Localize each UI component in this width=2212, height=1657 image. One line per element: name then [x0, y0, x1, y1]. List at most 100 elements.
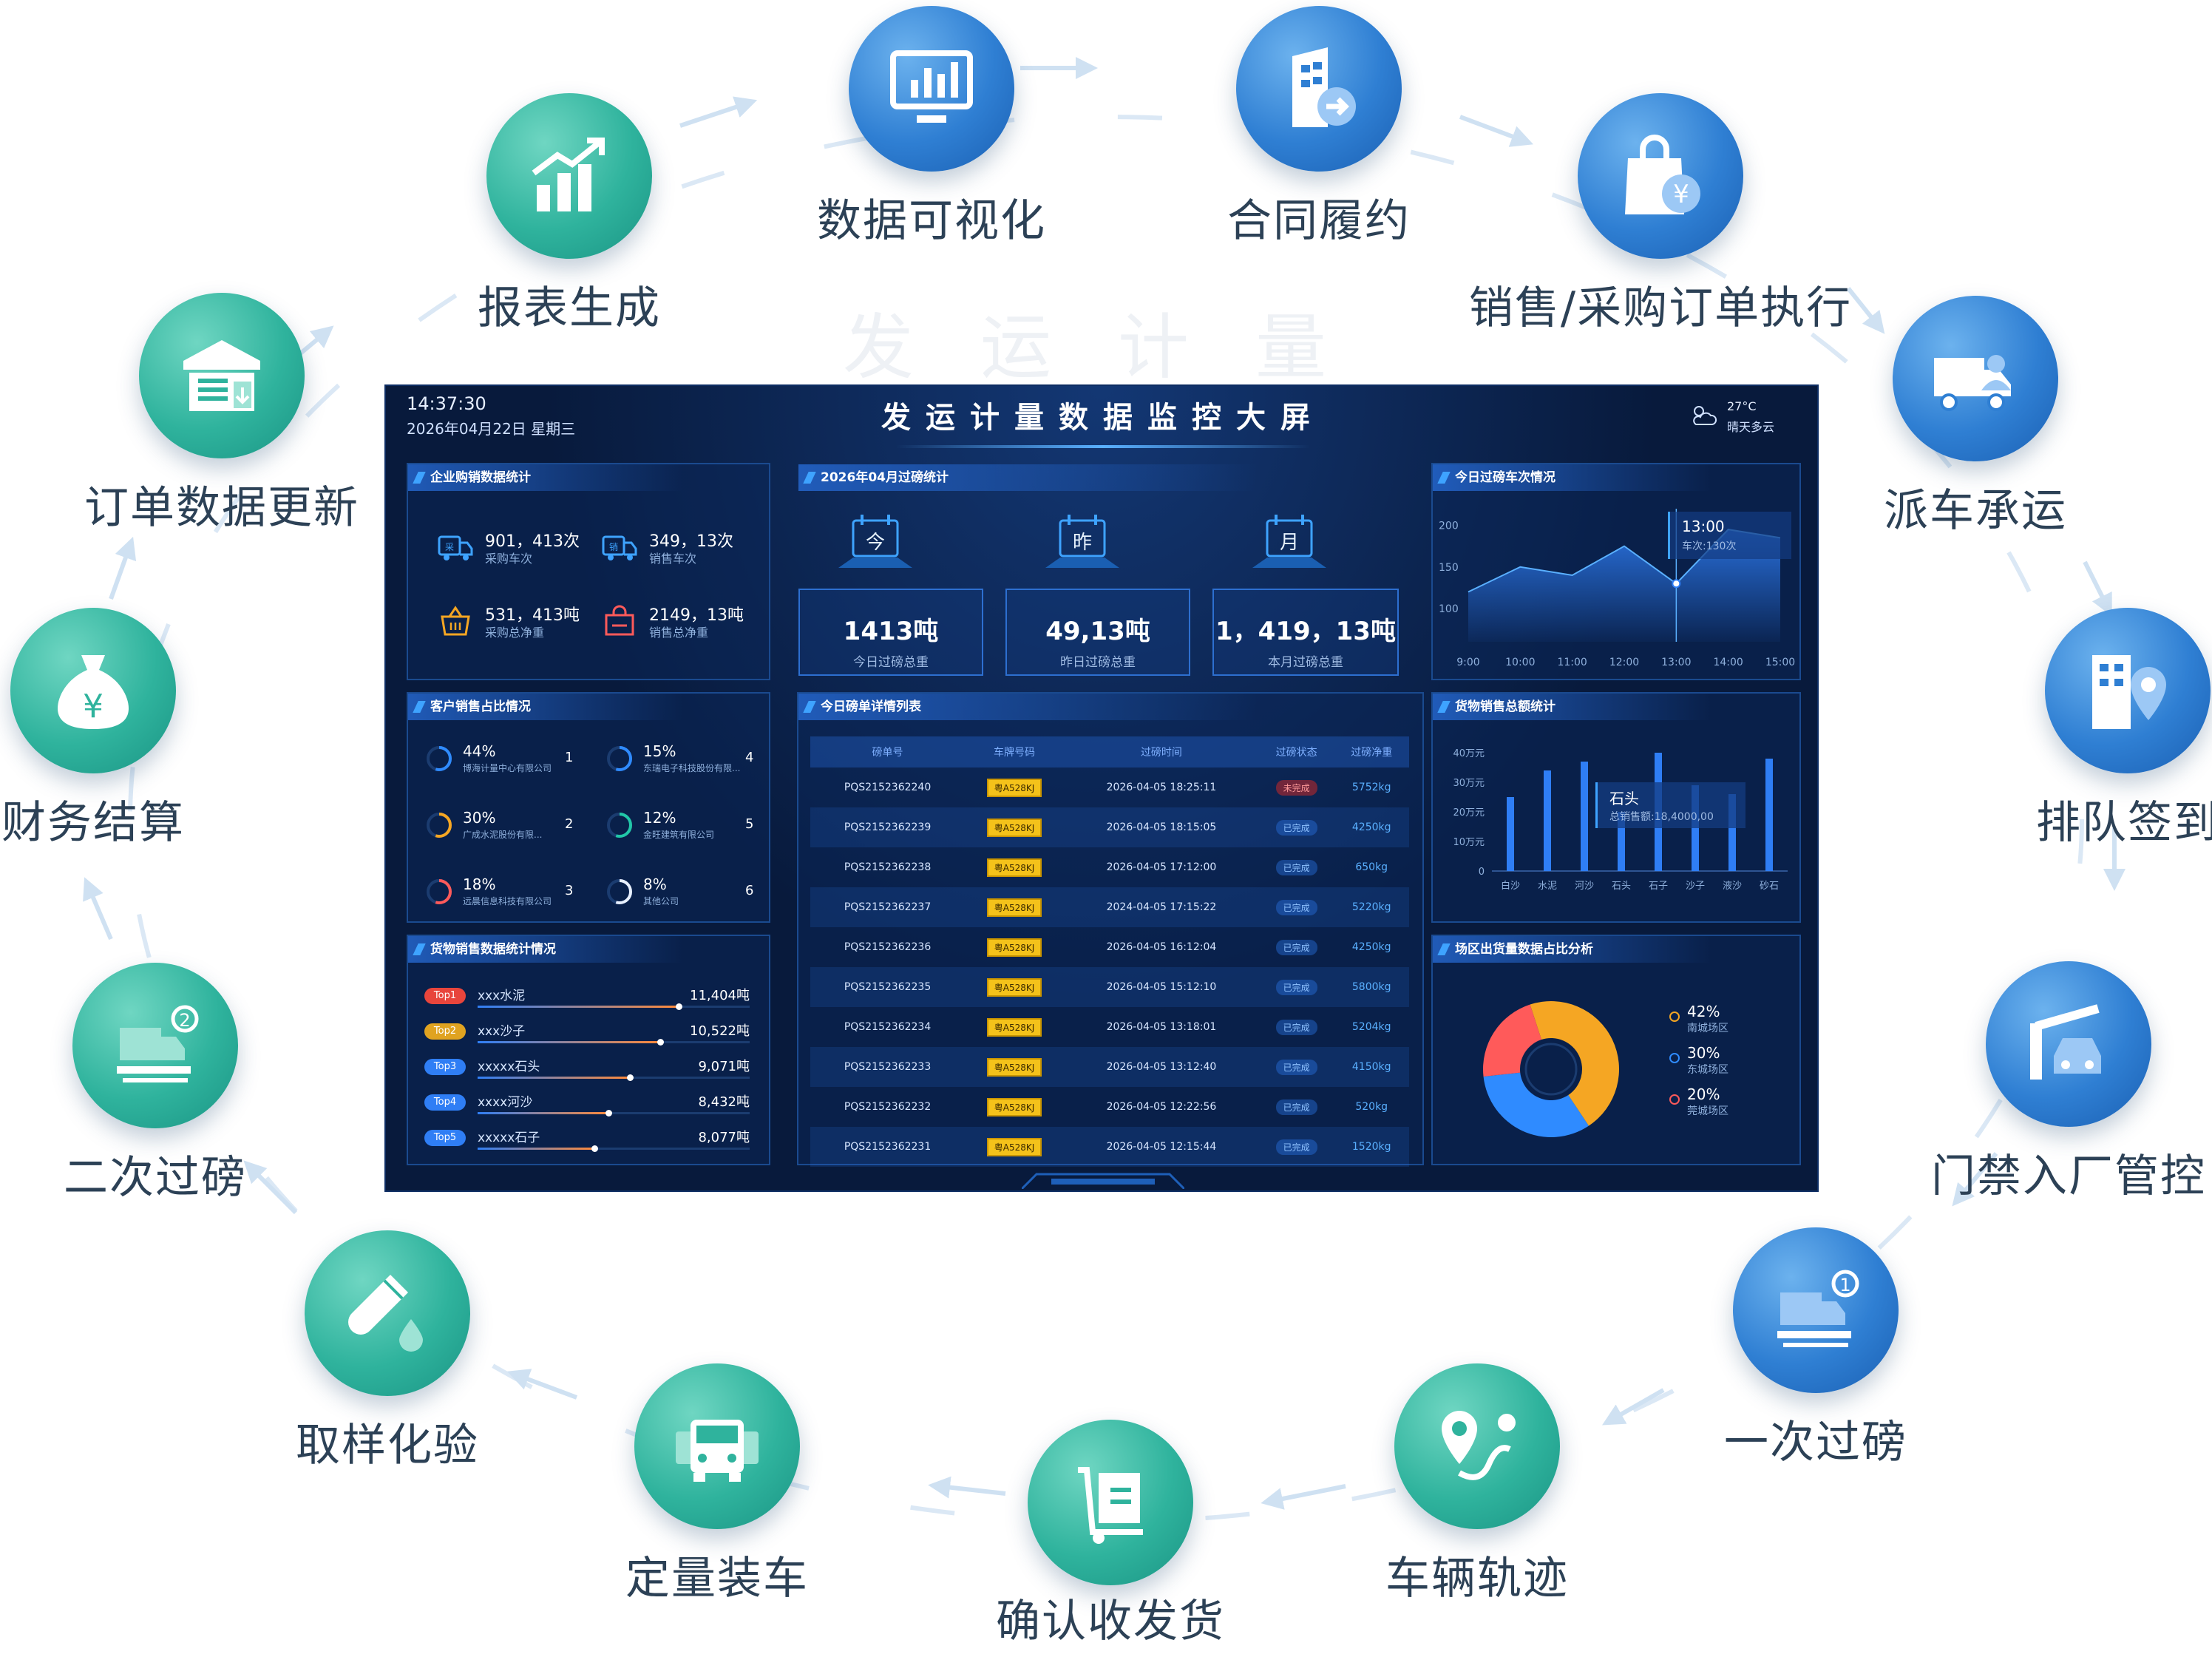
truck-sales-icon: 销 [602, 535, 637, 560]
share-percent: 8% [643, 875, 667, 893]
table-cell: 4250kg [1351, 941, 1391, 953]
goods-value: 10,522吨 [690, 1023, 750, 1039]
yesterday-weight-card: 49,13吨 昨日过磅总重 [1005, 589, 1190, 676]
donut-slice[interactable] [1483, 1004, 1542, 1077]
rank-badge: Top4 [424, 1094, 466, 1111]
legend-percent: 20% [1687, 1085, 1720, 1103]
progress-track [478, 1003, 750, 1010]
status-badge: 已完成 [1275, 899, 1317, 915]
progress-dot [591, 1145, 599, 1152]
svg-text:销: 销 [609, 542, 618, 552]
customer-rank: 5 [745, 816, 754, 832]
status-badge: 已完成 [1275, 859, 1317, 875]
legend-item: 42%南城场区 [1669, 1003, 1773, 1040]
month-calendar-icon: 月 [1252, 515, 1326, 568]
donut-slice[interactable] [1483, 1072, 1589, 1137]
bar-mark[interactable] [1765, 759, 1773, 871]
flow-node-quantitative-loading[interactable]: 定量装车 [510, 1363, 924, 1607]
x-tick-label: 13:00 [1661, 657, 1691, 668]
customer-name: 远晨信息科技有限公司 [463, 896, 552, 907]
barrier-gate-car-icon [1986, 961, 2151, 1127]
table-cell: 4150kg [1334, 1047, 1409, 1087]
x-tick-label: 液沙 [1723, 881, 1742, 892]
flow-node-contract-fulfillment[interactable]: 合同履约 [1112, 6, 1526, 249]
goods-name: xxxx河沙 [478, 1095, 533, 1110]
flow-node-confirm-delivery[interactable]: 确认收发货 [903, 1420, 1317, 1657]
bar-mark[interactable] [1544, 770, 1551, 871]
table-cell: 2026-04-05 12:22:56 [1106, 1101, 1217, 1113]
goods-value: 11,404吨 [690, 988, 750, 1003]
status-badge: 未完成 [1275, 779, 1317, 796]
flow-node-report-generation[interactable]: 报表生成 [362, 93, 776, 336]
flow-node-vehicle-track[interactable]: 车辆轨迹 [1270, 1363, 1684, 1607]
stat-value: 2149，13吨 [649, 606, 744, 625]
y-tick-label: 200 [1439, 521, 1459, 532]
table-cell: 2026-04-05 18:25:11 [1106, 782, 1217, 793]
flow-node-second-weighing[interactable]: 2 二次过磅 [0, 963, 362, 1206]
table-cell: 已完成 [1259, 1087, 1334, 1127]
today-weight-card: 1413吨 今日过磅总重 [798, 589, 983, 676]
y-tick-label: 20万元 [1453, 807, 1485, 819]
bar-mark[interactable] [1507, 797, 1514, 871]
x-tick-label: 9:00 [1456, 657, 1479, 668]
donut-slice[interactable] [1530, 1001, 1619, 1126]
status-badge: 已完成 [1275, 979, 1317, 995]
customer-rank: 1 [565, 750, 574, 765]
flow-node-first-weighing[interactable]: 1 一次过磅 [1609, 1227, 2023, 1471]
x-tick-label: 14:00 [1713, 657, 1743, 668]
status-badge: 已完成 [1275, 1139, 1317, 1155]
plate-badge: 粤A528KJ [986, 898, 1042, 917]
table-cell: 2026-04-05 13:18:01 [1106, 1021, 1217, 1033]
x-tick-label: 11:00 [1557, 657, 1587, 668]
y-tick-label: 100 [1439, 603, 1459, 615]
bar-mark[interactable] [1692, 785, 1699, 871]
bar-mark[interactable] [1618, 812, 1625, 871]
x-tick-label: 10:00 [1505, 657, 1535, 668]
goods-value: 8,077吨 [698, 1130, 750, 1145]
table-cell: 已完成 [1258, 887, 1334, 927]
table-cell: 2026-04-05 16:12:04 [1106, 941, 1217, 953]
flow-node-financial-settlement[interactable]: ¥ 财务结算 [0, 608, 300, 851]
flow-node-data-visualization[interactable]: 数据可视化 [725, 6, 1139, 249]
legend-item: 30%东城场区 [1669, 1044, 1773, 1081]
share-ring-icon [427, 813, 452, 838]
bar-mark[interactable] [1581, 762, 1588, 871]
table-cell: 粤A528KJ [965, 767, 1064, 807]
svg-text:1: 1 [1839, 1275, 1850, 1295]
table-cell: 5800kg [1334, 967, 1409, 1007]
flow-node-order-execution[interactable]: ¥ 销售/采购订单执行 [1453, 93, 1867, 336]
flow-node-order-data-update[interactable]: 订单数据更新 [15, 293, 429, 536]
tooltip-time: 13:00 [1682, 518, 1725, 535]
flow-node-label: 二次过磅 [64, 1152, 247, 1204]
flow-node-sampling-test[interactable]: 取样化验 [180, 1230, 594, 1474]
share-ring-icon [427, 746, 452, 771]
legend-percent: 42% [1687, 1003, 1720, 1020]
flow-node-queue-checkin[interactable]: 排队签到 [1921, 608, 2212, 851]
x-tick-label: 石子 [1649, 881, 1668, 892]
flow-node-gate-control[interactable]: 门禁入厂管控 [1862, 961, 2212, 1204]
bar-mark[interactable] [1728, 794, 1736, 871]
weather-temperature: 27°C [1727, 399, 1757, 413]
flow-node-label: 财务结算 [1, 797, 185, 849]
x-tick-label: 沙子 [1686, 881, 1705, 892]
today-calendar-icon: 今 [838, 515, 912, 568]
x-tick-label: 砂石 [1760, 881, 1779, 892]
panel-title: 客户销售占比情况 [408, 694, 683, 720]
flow-node-dispatch[interactable]: 派车承运 [1768, 296, 2182, 539]
progress-track [478, 1039, 750, 1046]
panel-title: 企业购销数据统计 [408, 464, 683, 491]
